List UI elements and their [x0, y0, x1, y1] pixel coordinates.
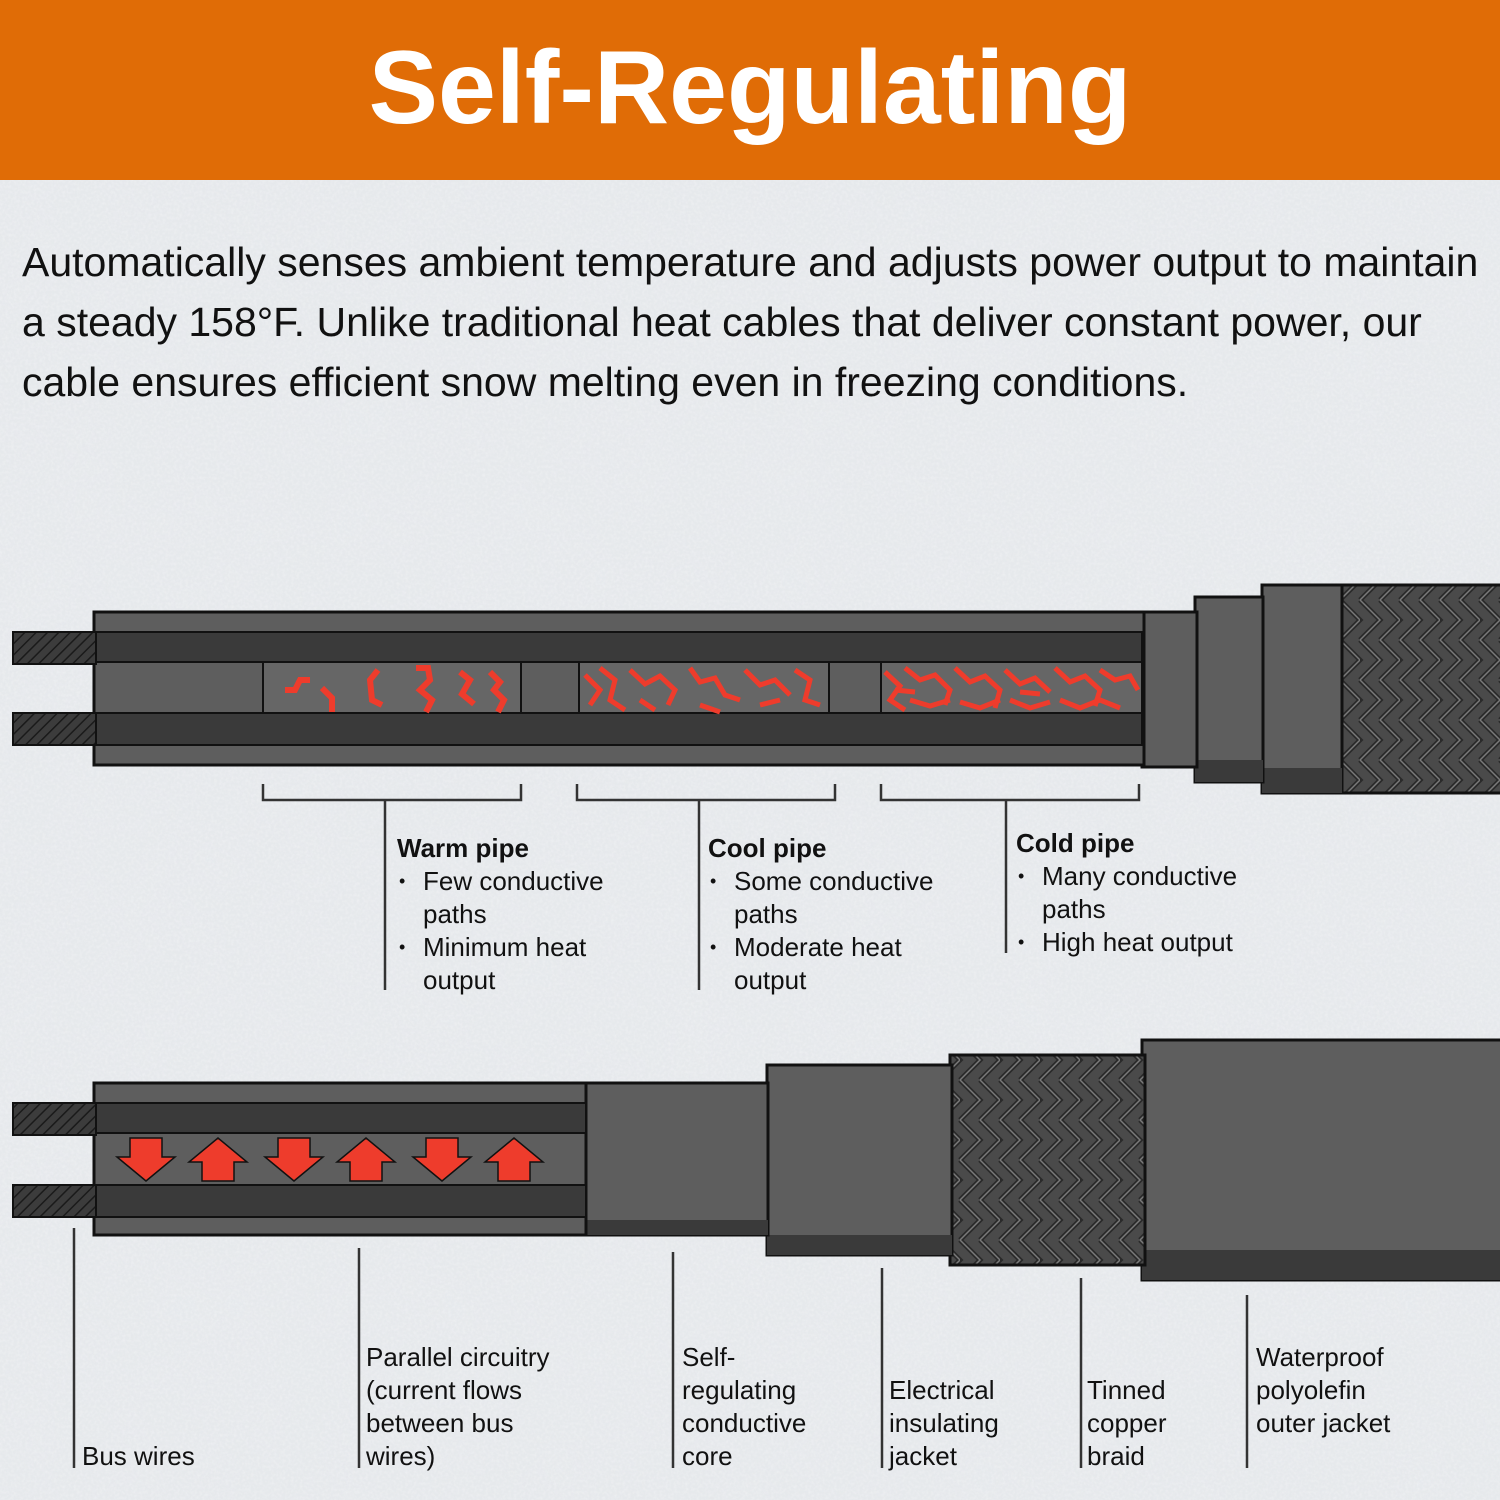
- cool-bracket: [575, 784, 837, 990]
- bus-wire-end-upper-bottom: [12, 1102, 97, 1136]
- cold-pipe-point: High heat output: [1018, 926, 1276, 959]
- bus-wire-upper-bottom: [93, 1102, 587, 1134]
- core-jacket-top: [1140, 610, 1199, 769]
- warm-pipe-point: Minimum heat output: [399, 931, 657, 997]
- outer-jacket-braid-top: [1338, 583, 1500, 795]
- bottom-cable: [12, 1038, 1500, 1468]
- bus-wire-end-upper-top: [12, 631, 97, 665]
- warm-pipe-title: Warm pipe: [397, 833, 529, 863]
- cool-pipe-title: Cool pipe: [708, 833, 827, 863]
- bus-wire-upper-top: [93, 631, 1143, 663]
- part-label-insulating-jacket: Electrical insulating jacket: [889, 1375, 999, 1471]
- warm-pipe-point: Few conductive paths: [399, 865, 657, 931]
- part-label-outer-jacket: Waterproof polyolefin outer jacket: [1256, 1342, 1391, 1438]
- conductive-core-bottom: [583, 1081, 770, 1237]
- part-label-parallel-circuitry: Parallel circuitry (current flows betwee…: [366, 1342, 550, 1471]
- bus-wire-lower-top: [93, 712, 1143, 746]
- warm-bracket: [261, 784, 523, 990]
- insulating-jacket-top: [1193, 595, 1265, 784]
- braid-bottom: [948, 1053, 1147, 1267]
- cold-pipe-annotation: Cold pipe Many conductive paths High hea…: [1016, 827, 1276, 959]
- up-down-arrows-icon: [114, 1137, 546, 1182]
- part-label-copper-braid: Tinned copper braid: [1087, 1375, 1167, 1471]
- warm-section: [262, 661, 522, 714]
- outer-jacket-ring-top: [1260, 583, 1344, 795]
- cool-pipe-annotation: Cool pipe Some conductive paths Moderate…: [708, 832, 968, 997]
- cold-pipe-title: Cold pipe: [1016, 828, 1135, 858]
- top-cable: [12, 583, 1500, 990]
- part-label-conductive-core: Self-regulating conductive core: [682, 1342, 807, 1471]
- bus-wire-end-lower-top: [12, 712, 97, 746]
- cold-bracket: [879, 784, 1141, 953]
- cool-pipe-point: Some conductive paths: [710, 865, 968, 931]
- warm-pipe-annotation: Warm pipe Few conductive paths Minimum h…: [397, 832, 657, 997]
- header-banner: [0, 0, 1500, 180]
- bus-wire-lower-bottom: [93, 1184, 587, 1218]
- page-title: Self-Regulating: [368, 30, 1132, 146]
- insulating-jacket-bottom: [765, 1063, 954, 1257]
- outer-jacket-bottom: [1140, 1038, 1500, 1282]
- bus-wire-end-lower-bottom: [12, 1184, 97, 1218]
- part-label-bus-wires: Bus wires: [82, 1441, 195, 1471]
- cool-pipe-point: Moderate heat output: [710, 931, 968, 997]
- description-text: Automatically senses ambient temperature…: [22, 239, 1479, 405]
- cold-pipe-point: Many conductive paths: [1018, 860, 1276, 926]
